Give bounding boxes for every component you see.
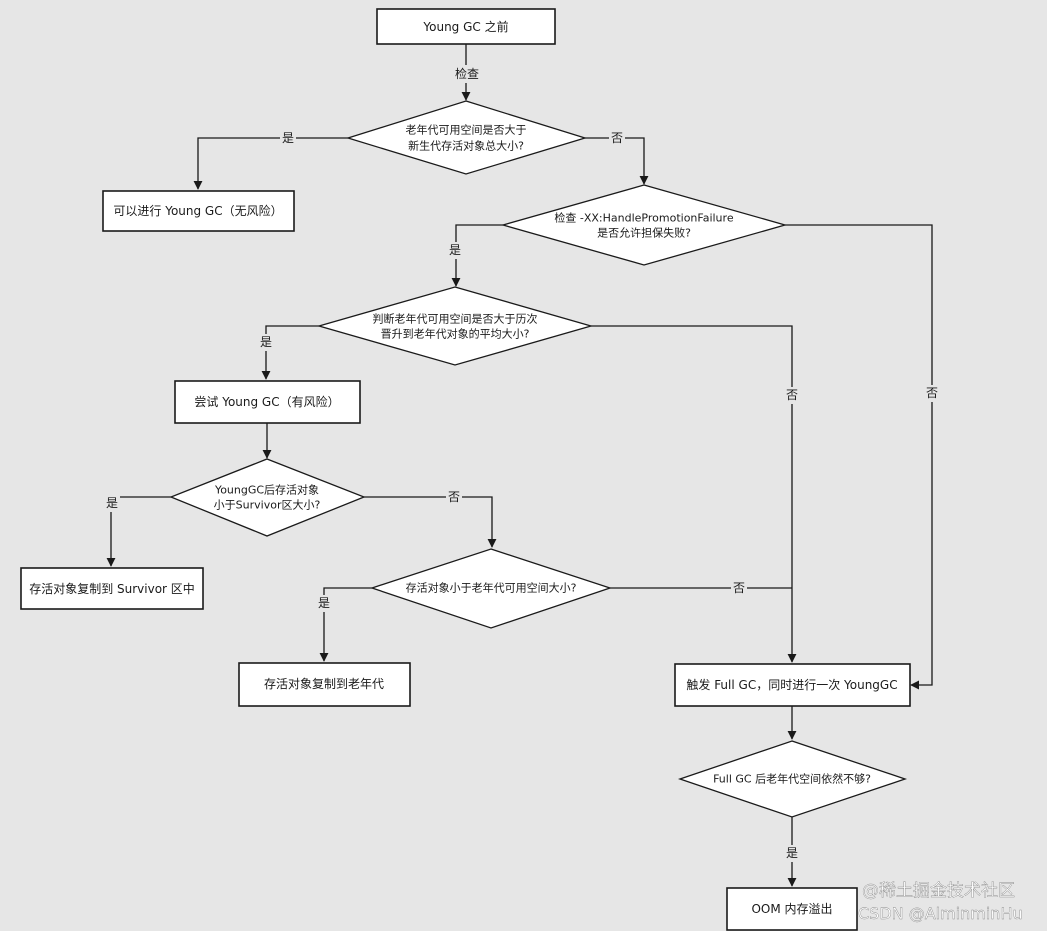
node-check-flag: 检查 -XX:HandlePromotionFailure 是否允许担保失败? (500, 184, 788, 266)
label-no-2: 否 (926, 386, 938, 400)
node-check-space: 老年代可用空间是否大于 新生代存活对象总大小? (345, 100, 588, 175)
node-check-after-full-text: Full GC 后老年代空间依然不够? (713, 772, 871, 786)
label-no-4: 否 (448, 490, 460, 504)
node-full-gc: 触发 Full GC，同时进行一次 YoungGC (674, 663, 911, 707)
node-check-after-full: Full GC 后老年代空间依然不够? (677, 740, 908, 818)
watermark: @稀土掘金技术社区 CSDN @AlminminHu (858, 881, 1023, 923)
node-check-survivor: YoungGC后存活对象 小于Survivor区大小? (169, 458, 366, 537)
node-copy-survivor: 存活对象复制到 Survivor 区中 (20, 567, 204, 610)
node-oom: OOM 内存溢出 (726, 887, 858, 931)
node-full-gc-text: 触发 Full GC，同时进行一次 YoungGC (686, 677, 897, 692)
node-check-history-line-2: 晋升到老年代对象的平均大小? (381, 327, 530, 341)
edge-check-history-yes (261, 325, 319, 380)
node-check-space-line-2: 新生代存活对象总大小? (408, 139, 524, 153)
node-try-gc-text: 尝试 Young GC（有风险） (194, 394, 339, 409)
node-copy-survivor-text: 存活对象复制到 Survivor 区中 (29, 581, 195, 596)
watermark-line-1: @稀土掘金技术社区 (862, 881, 1015, 901)
edge-check-survivor-no (364, 496, 497, 548)
node-check-survivor-line-2: 小于Survivor区大小? (214, 498, 321, 512)
label-yes-1: 是 (282, 131, 294, 145)
node-copy-old-text: 存活对象复制到老年代 (264, 677, 384, 691)
node-check-history-line-1: 判断老年代可用空间是否大于历次 (373, 312, 538, 326)
edge-check-space-yes (193, 137, 348, 190)
node-try-gc: 尝试 Young GC（有风险） (174, 380, 361, 424)
edge-check-space-no (585, 137, 649, 185)
node-check-space-line-1: 老年代可用空间是否大于 (406, 123, 527, 137)
node-start: Young GC 之前 (376, 8, 556, 45)
label-yes-5: 是 (318, 596, 330, 610)
label-no-5: 否 (733, 581, 745, 595)
node-copy-old: 存活对象复制到老年代 (238, 662, 411, 707)
label-yes-3: 是 (260, 335, 272, 349)
label-no-3: 否 (786, 388, 798, 402)
node-start-text: Young GC 之前 (422, 19, 508, 34)
node-check-old-text: 存活对象小于老年代可用空间大小? (406, 581, 577, 595)
node-check-history: 判断老年代可用空间是否大于历次 晋升到老年代对象的平均大小? (316, 286, 594, 366)
label-yes-4: 是 (106, 496, 118, 510)
node-oom-text: OOM 内存溢出 (751, 902, 832, 916)
node-check-flag-line-1: 检查 -XX:HandlePromotionFailure (554, 211, 733, 225)
node-safe-gc: 可以进行 Young GC（无风险） (102, 190, 295, 232)
edge-check-flag-no (785, 224, 933, 690)
node-safe-gc-text: 可以进行 Young GC（无风险） (113, 203, 282, 218)
edge-labels: 检查 是 否 是 否 是 否 是 否 是 否 是 (104, 65, 940, 862)
label-check: 检查 (455, 66, 479, 81)
node-check-old: 存活对象小于老年代可用空间大小? (369, 548, 613, 629)
edge-check-history-no (591, 325, 797, 663)
edge-check-flag-yes (451, 224, 503, 287)
label-yes-6: 是 (786, 846, 798, 860)
edge-check-old-yes (319, 587, 372, 662)
node-check-flag-line-2: 是否允许担保失败? (597, 226, 691, 240)
watermark-line-2: CSDN @AlminminHu (858, 904, 1023, 923)
label-yes-2: 是 (449, 243, 461, 257)
label-no-1: 否 (611, 131, 623, 145)
node-check-survivor-line-1: YoungGC后存活对象 (214, 483, 319, 497)
